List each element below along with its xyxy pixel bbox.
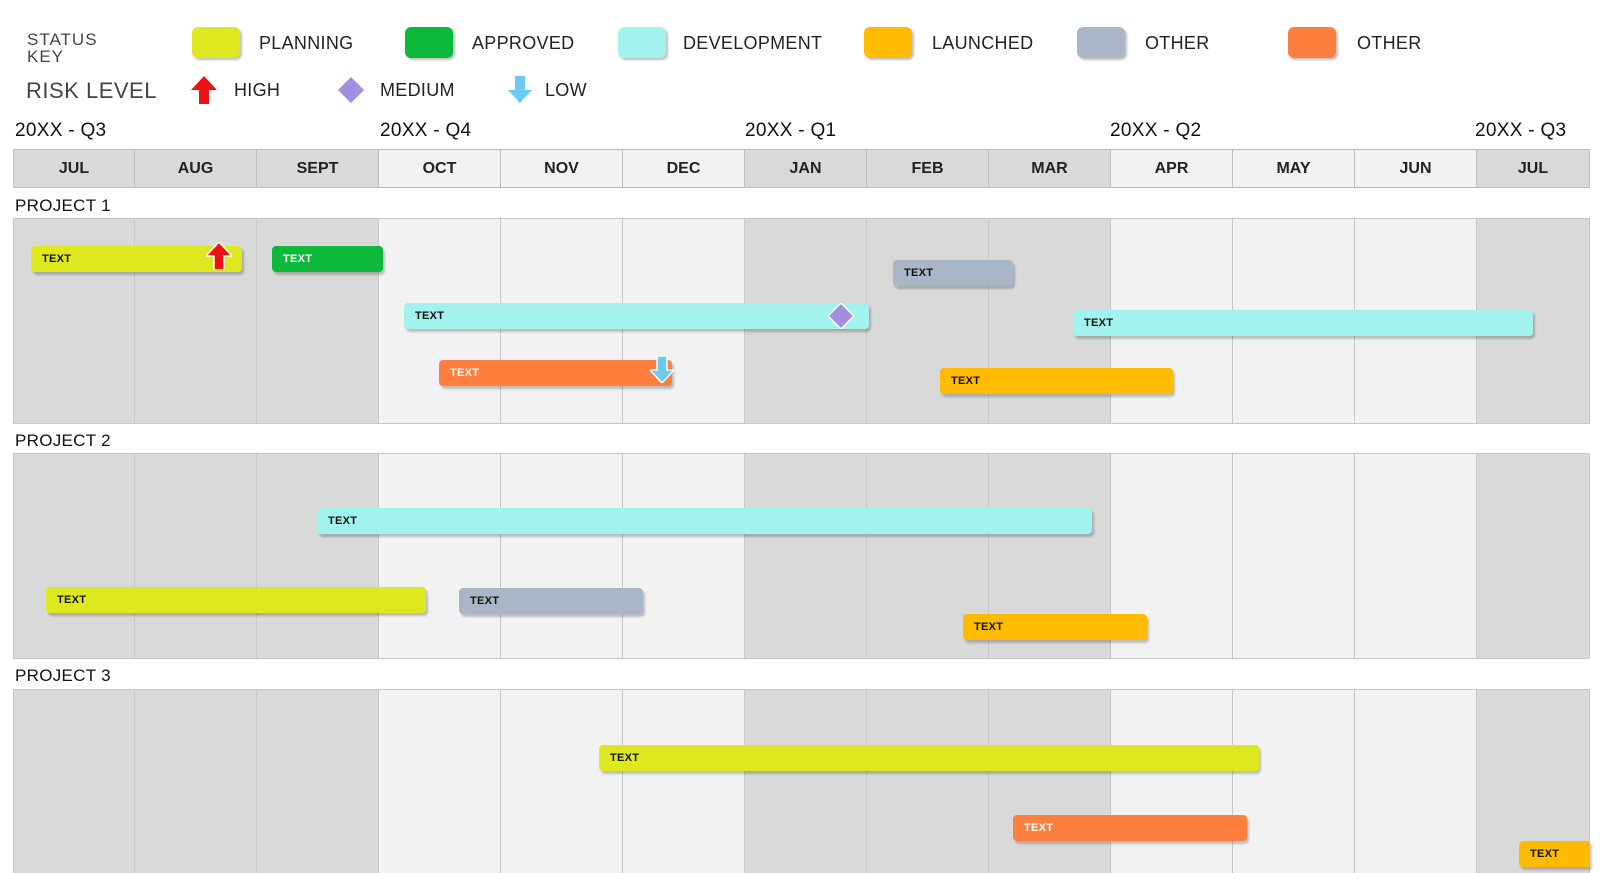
timeline-bar-approved[interactable]: TEXT bbox=[272, 246, 383, 272]
timeline-bar-launched[interactable]: TEXT bbox=[963, 614, 1147, 640]
project-lane-2: TEXT TEXT TEXT TEXT bbox=[13, 453, 1590, 659]
timeline-bar-development[interactable]: TEXT bbox=[317, 508, 1092, 534]
lane-column bbox=[13, 689, 135, 873]
month-header: JUN bbox=[1355, 149, 1477, 188]
lane-column bbox=[379, 453, 501, 659]
status-key-title-line1: STATUS bbox=[27, 30, 98, 49]
swatch-planning bbox=[192, 27, 240, 58]
lane-column bbox=[867, 689, 989, 873]
quarter-label: 20XX - Q3 bbox=[15, 120, 107, 141]
timeline-bar-other[interactable]: TEXT bbox=[893, 260, 1013, 286]
timeline-bar-other-orange[interactable]: TEXT bbox=[439, 360, 672, 386]
timeline-bar-planning[interactable]: TEXT bbox=[31, 246, 242, 272]
timeline-bar-launched[interactable]: TEXT bbox=[940, 368, 1173, 394]
lane-column bbox=[501, 689, 623, 873]
lane-column bbox=[501, 453, 623, 659]
month-header: FEB bbox=[867, 149, 989, 188]
timeline-bar-planning[interactable]: TEXT bbox=[46, 587, 426, 613]
month-header: JAN bbox=[745, 149, 867, 188]
month-header: MAY bbox=[1233, 149, 1355, 188]
lane-column bbox=[135, 689, 257, 873]
month-header: JUL bbox=[1477, 149, 1590, 188]
lane-column bbox=[1233, 689, 1355, 873]
key-label-other-orange: OTHER bbox=[1357, 33, 1422, 53]
swatch-launched bbox=[864, 27, 912, 58]
timeline-bar-planning[interactable]: TEXT bbox=[599, 745, 1259, 771]
quarter-label: 20XX - Q2 bbox=[1110, 120, 1202, 141]
lane-column bbox=[623, 453, 745, 659]
swatch-other-orange bbox=[1288, 27, 1336, 58]
risk-label-high: HIGH bbox=[234, 80, 281, 100]
month-header: OCT bbox=[379, 149, 501, 188]
project-label: PROJECT 1 bbox=[15, 196, 111, 215]
diamond-icon bbox=[338, 77, 364, 103]
project-label: PROJECT 2 bbox=[15, 431, 111, 450]
timeline-bar-development[interactable]: TEXT bbox=[1073, 310, 1533, 336]
lane-column bbox=[257, 453, 379, 659]
timeline-bar-launched[interactable]: TEXT bbox=[1519, 841, 1590, 867]
status-key-title: STATUS KEY bbox=[27, 31, 98, 65]
month-header: MAR bbox=[989, 149, 1111, 188]
lane-column bbox=[135, 453, 257, 659]
timeline-bar-development[interactable]: TEXT bbox=[404, 303, 869, 329]
key-label-approved: APPROVED bbox=[472, 33, 575, 53]
quarter-label: 20XX - Q4 bbox=[380, 120, 472, 141]
month-header: JUL bbox=[13, 149, 135, 188]
status-key-title-line2: KEY bbox=[27, 47, 65, 66]
month-header: APR bbox=[1111, 149, 1233, 188]
key-label-planning: PLANNING bbox=[259, 33, 354, 53]
month-header: DEC bbox=[623, 149, 745, 188]
lane-column bbox=[623, 689, 745, 873]
lane-column bbox=[745, 453, 867, 659]
key-label-development: DEVELOPMENT bbox=[683, 33, 823, 53]
project-lane-1: TEXT TEXT TEXT TEXT TEXT TEXT TEXT bbox=[13, 218, 1590, 424]
month-header: NOV bbox=[501, 149, 623, 188]
lane-column bbox=[1111, 689, 1233, 873]
arrow-down-icon bbox=[650, 356, 674, 383]
quarter-label: 20XX - Q3 bbox=[1475, 120, 1567, 141]
risk-label-medium: MEDIUM bbox=[380, 80, 455, 100]
swatch-development bbox=[618, 27, 666, 58]
risk-level-title: RISK LEVEL bbox=[26, 78, 157, 103]
lane-column bbox=[1477, 453, 1590, 659]
project-label: PROJECT 3 bbox=[15, 666, 111, 685]
lane-column bbox=[1233, 453, 1355, 659]
lane-column bbox=[379, 689, 501, 873]
arrow-down-icon bbox=[508, 76, 532, 103]
lane-column bbox=[989, 689, 1111, 873]
diamond-icon bbox=[828, 303, 854, 329]
arrow-up-icon bbox=[206, 242, 232, 270]
quarter-label: 20XX - Q1 bbox=[745, 120, 837, 141]
lane-column bbox=[257, 689, 379, 873]
swatch-other-gray bbox=[1077, 27, 1125, 58]
arrow-up-icon bbox=[191, 76, 217, 104]
key-label-launched: LAUNCHED bbox=[932, 33, 1034, 53]
swatch-approved bbox=[405, 27, 453, 58]
timeline-bar-other[interactable]: TEXT bbox=[459, 588, 643, 614]
timeline-bar-other-orange[interactable]: TEXT bbox=[1013, 815, 1247, 841]
risk-label-low: LOW bbox=[545, 80, 587, 100]
month-header: AUG bbox=[135, 149, 257, 188]
project-lane-3: TEXT TEXT TEXT bbox=[13, 689, 1590, 873]
lane-column bbox=[13, 453, 135, 659]
key-label-other-gray: OTHER bbox=[1145, 33, 1210, 53]
month-header-row: JUL AUG SEPT OCT NOV DEC JAN FEB MAR APR… bbox=[13, 149, 1590, 188]
month-header: SEPT bbox=[257, 149, 379, 188]
lane-column bbox=[1355, 453, 1477, 659]
lane-column bbox=[745, 689, 867, 873]
lane-column bbox=[1355, 689, 1477, 873]
